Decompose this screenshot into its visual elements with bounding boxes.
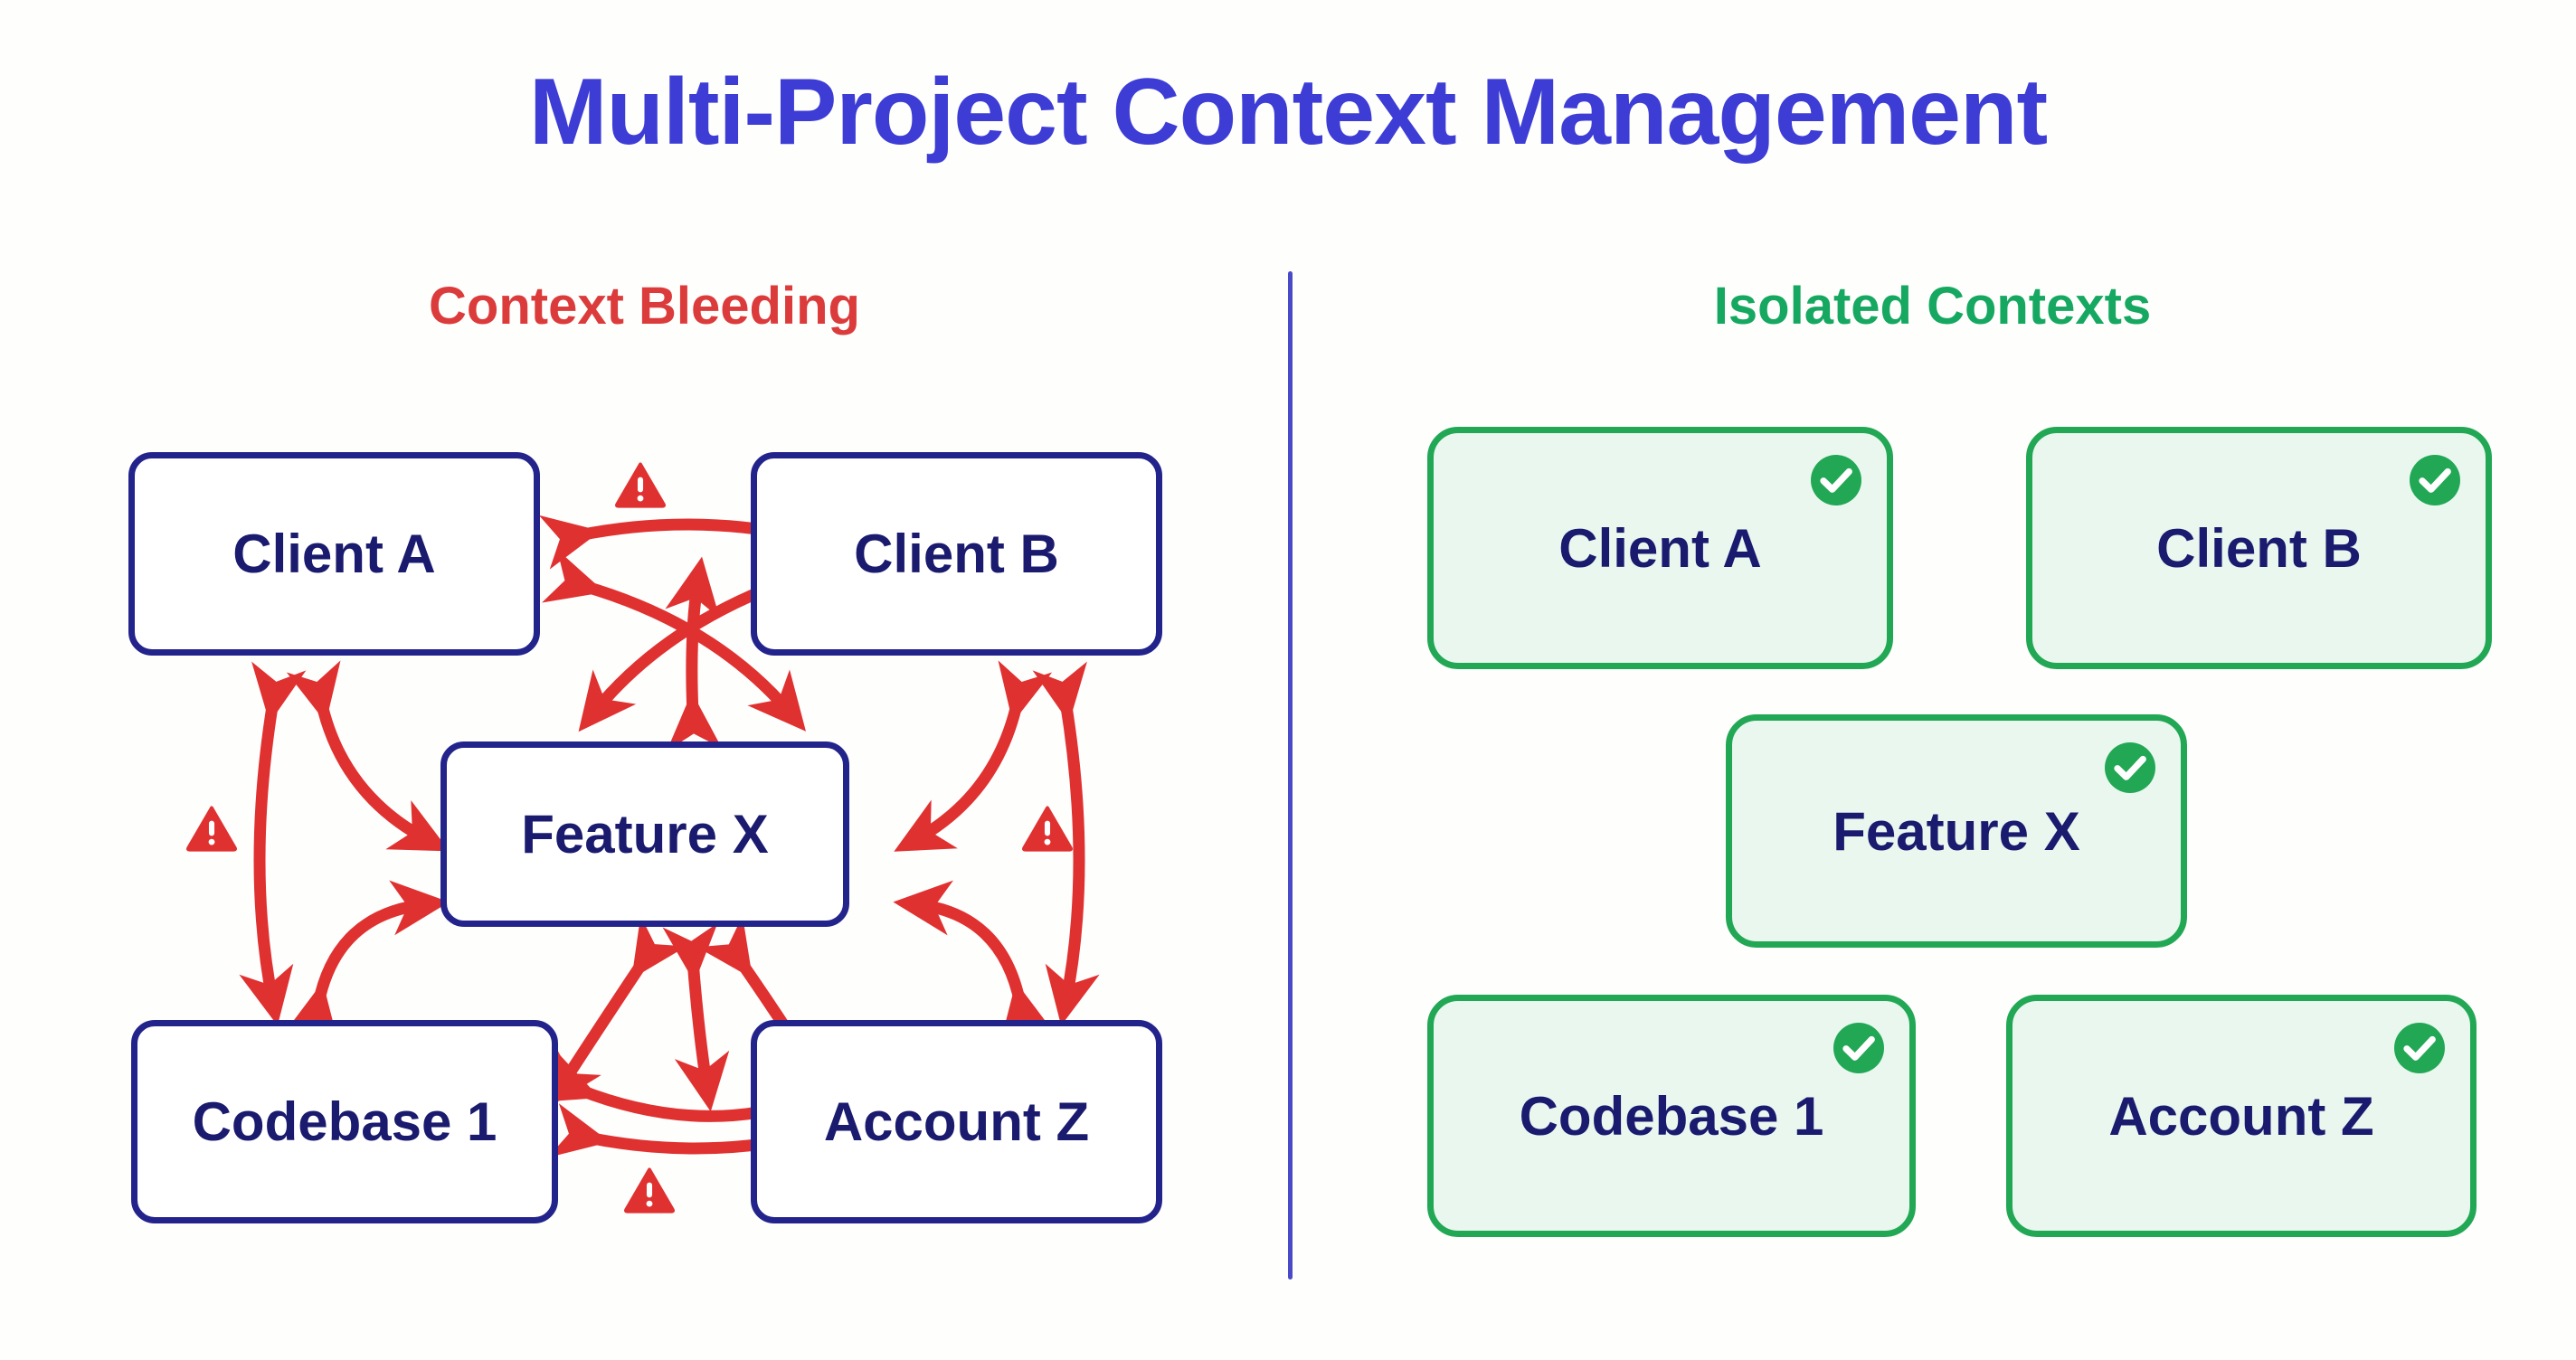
check-circle-icon xyxy=(2394,1023,2445,1073)
iso-node-client-a[interactable]: Client A xyxy=(1427,427,1893,669)
left-panel-heading: Context Bleeding xyxy=(429,277,860,335)
right-panel-heading: Isolated Contexts xyxy=(1713,277,2152,335)
bleed-node-codebase-1-label: Codebase 1 xyxy=(192,1091,497,1152)
check-circle-icon xyxy=(2410,455,2460,505)
bleed-node-client-a[interactable]: Client A xyxy=(128,452,540,656)
bleed-node-client-a-label: Client A xyxy=(232,524,436,584)
iso-node-account-z-label: Account Z xyxy=(2108,1085,2374,1147)
iso-node-feature-x[interactable]: Feature X xyxy=(1726,714,2187,948)
panel-divider xyxy=(1288,271,1293,1280)
bleed-node-account-z[interactable]: Account Z xyxy=(751,1020,1162,1223)
warning-triangle-icon xyxy=(186,806,237,852)
bleed-node-account-z-label: Account Z xyxy=(823,1091,1090,1152)
bleed-node-feature-x[interactable]: Feature X xyxy=(440,741,849,927)
page-title: Multi-Project Context Management xyxy=(528,60,2048,165)
iso-node-client-a-label: Client A xyxy=(1558,517,1762,579)
bleed-node-codebase-1[interactable]: Codebase 1 xyxy=(131,1020,558,1223)
bleed-node-client-b[interactable]: Client B xyxy=(751,452,1162,656)
iso-node-codebase-1-label: Codebase 1 xyxy=(1519,1085,1824,1147)
iso-node-client-b-label: Client B xyxy=(2156,517,2362,579)
warning-triangle-icon xyxy=(624,1167,675,1214)
iso-node-codebase-1[interactable]: Codebase 1 xyxy=(1427,995,1916,1237)
iso-node-feature-x-label: Feature X xyxy=(1833,800,2080,862)
check-circle-icon xyxy=(2105,742,2155,793)
bleed-node-feature-x-label: Feature X xyxy=(521,804,769,864)
warning-triangle-icon xyxy=(1022,806,1073,852)
iso-node-account-z[interactable]: Account Z xyxy=(2006,995,2477,1237)
check-circle-icon xyxy=(1833,1023,1884,1073)
iso-node-client-b[interactable]: Client B xyxy=(2026,427,2492,669)
check-circle-icon xyxy=(1811,455,1861,505)
warning-triangle-icon xyxy=(615,462,666,508)
bleed-node-client-b-label: Client B xyxy=(854,524,1059,584)
